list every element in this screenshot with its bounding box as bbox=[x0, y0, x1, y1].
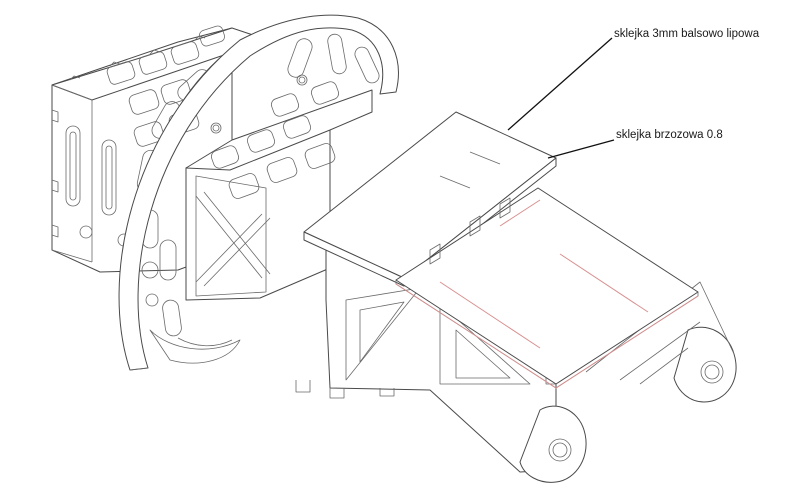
front-frame bbox=[295, 249, 737, 483]
leader-line-thin-plate bbox=[547, 139, 615, 159]
callout-top-plate: sklejka 3mm balsowo lipowa bbox=[507, 28, 760, 131]
leader-line-top-plate bbox=[507, 37, 613, 131]
bulkhead-ring-front bbox=[118, 14, 399, 371]
callout-thin-plate-label: sklejka brzozowa 0.8 bbox=[616, 129, 723, 141]
callout-top-plate-label: sklejka 3mm balsowo lipowa bbox=[614, 28, 760, 40]
rear-frame-cutouts bbox=[65, 25, 225, 247]
plate-standoffs bbox=[429, 197, 511, 265]
thin-plate-birch bbox=[395, 187, 699, 389]
callout-thin-plate: sklejka brzozowa 0.8 bbox=[547, 129, 723, 159]
center-frame bbox=[185, 74, 373, 301]
